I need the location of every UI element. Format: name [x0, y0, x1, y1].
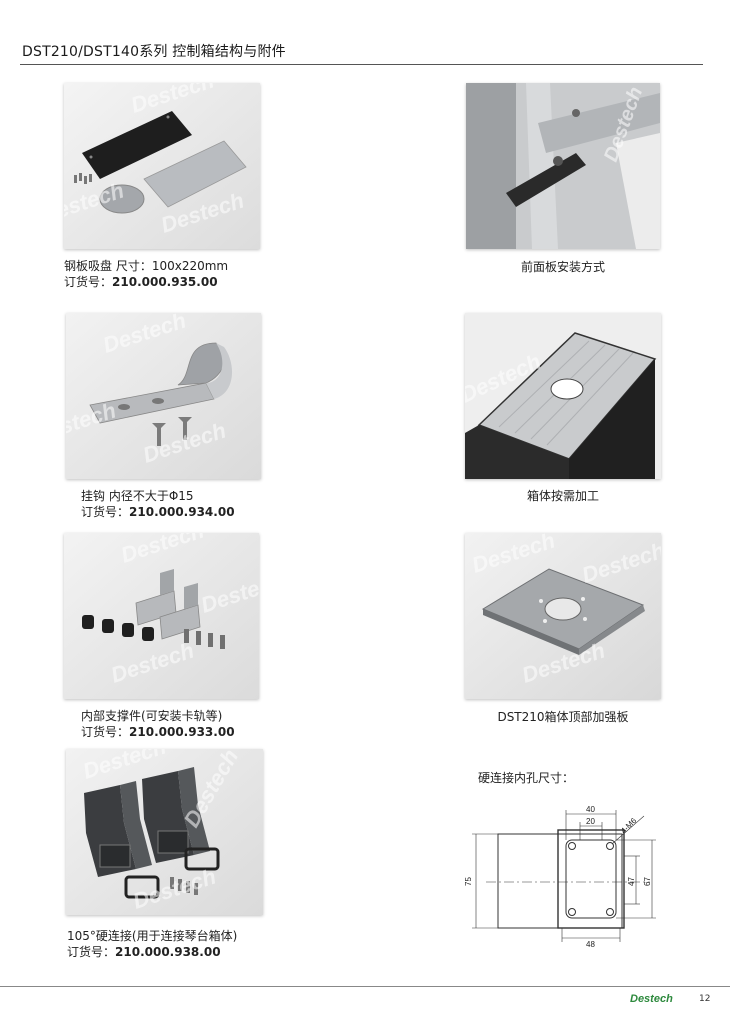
footer-divider [0, 986, 730, 987]
front-panel-mount-photo: Destech [466, 83, 660, 249]
hard-connector-hole-drawing: 40 20 4-M6 75 47 67 48 [462, 800, 662, 948]
dim-75: 75 [464, 877, 473, 886]
hard-connector-photo: Destech Destech Destech [66, 749, 263, 915]
header-divider [20, 64, 703, 65]
page-header-title: DST210/DST140系列 控制箱结构与附件 [22, 44, 286, 60]
footer-brand-logo: Destech [630, 993, 673, 1005]
item-4-description: 箱体按需加工 [526, 489, 599, 503]
item-5-order-label: 订货号： [81, 725, 130, 739]
hook-photo: Destech Destech Destech [66, 313, 261, 479]
dim-40: 40 [586, 805, 595, 814]
item-7-order-label: 订货号： [67, 945, 116, 959]
item-7-order-code: 210.000.938.00 [115, 945, 221, 959]
enclosure-machining-photo: Destech [465, 313, 661, 479]
dim-67: 67 [643, 877, 652, 886]
steel-plate-photo: Destech Destech Destech [64, 83, 260, 249]
item-6-description: DST210箱体顶部加强板 [497, 710, 629, 724]
dim-48: 48 [586, 940, 595, 948]
item-3-order-code: 210.000.934.00 [129, 505, 235, 519]
item-3-description: 挂钩 内径不大于Φ15 [81, 489, 194, 503]
item-2-description: 前面板安装方式 [520, 260, 605, 274]
item-1-order-code: 210.000.935.00 [112, 275, 218, 289]
item-3-order-label: 订货号： [81, 505, 130, 519]
item-1-order-label: 订货号： [64, 275, 113, 289]
top-reinforcement-plate-photo: Destech Destech Destech [465, 533, 661, 699]
dim-47: 47 [627, 877, 636, 886]
page-number: 12 [699, 994, 711, 1004]
dim-4-m6: 4-M6 [619, 816, 639, 836]
item-1-description: 钢板吸盘 尺寸：100x220mm [64, 259, 229, 273]
drawing-title: 硬连接内孔尺寸： [478, 771, 575, 785]
internal-support-photo: Destech Destech Destech [64, 533, 259, 699]
dim-20: 20 [586, 817, 595, 826]
item-7-description: 105°硬连接(用于连接琴台箱体) [67, 929, 238, 943]
item-5-description: 内部支撑件(可安装卡轨等) [81, 709, 223, 723]
item-5-order-code: 210.000.933.00 [129, 725, 235, 739]
